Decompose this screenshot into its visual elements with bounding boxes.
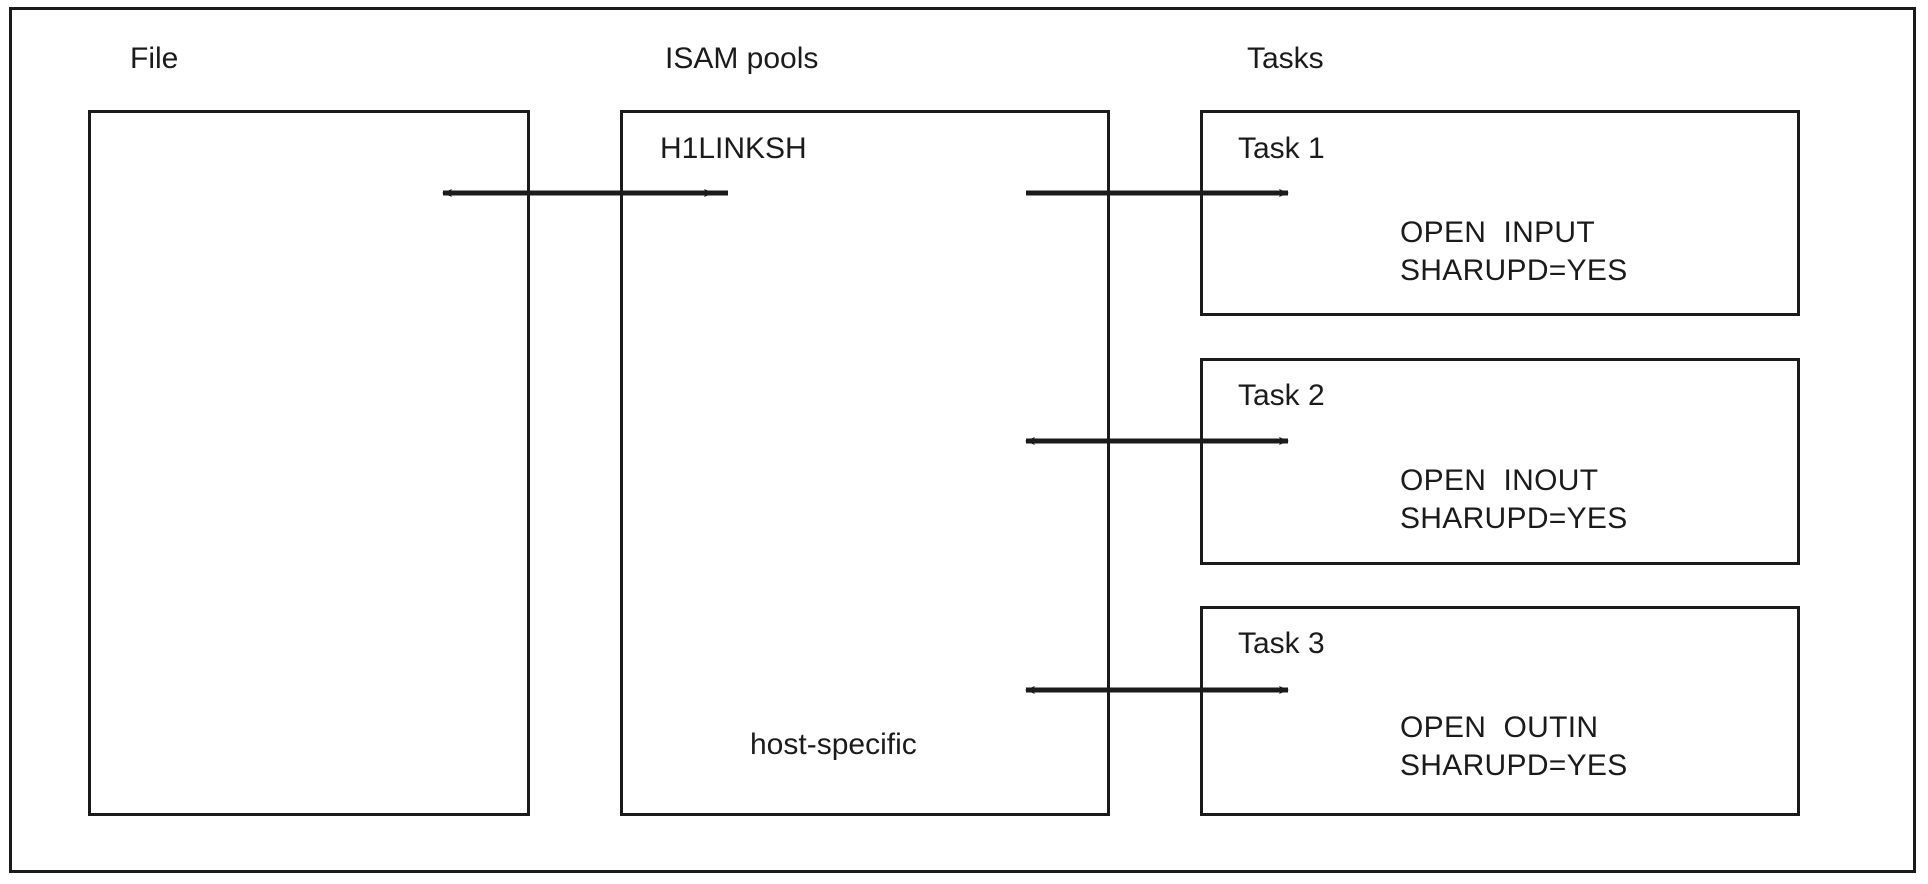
task-3-box <box>1200 606 1800 816</box>
diagram-outer-frame <box>9 7 1916 873</box>
task-1-open-mode: OPEN INPUT <box>1400 216 1595 249</box>
file-box <box>88 110 530 816</box>
column-title-isam-pools: ISAM pools <box>665 42 819 75</box>
column-title-tasks: Tasks <box>1247 42 1324 75</box>
task-1-label: Task 1 <box>1238 132 1325 165</box>
task-2-sharupd: SHARUPD=YES <box>1400 502 1628 535</box>
isam-pools-box <box>620 110 1110 816</box>
task-1-sharupd: SHARUPD=YES <box>1400 254 1628 287</box>
task-3-sharupd: SHARUPD=YES <box>1400 749 1628 782</box>
task-2-label: Task 2 <box>1238 379 1325 412</box>
column-title-file: File <box>130 42 179 75</box>
task-1-box <box>1200 110 1800 316</box>
task-3-open-mode: OPEN OUTIN <box>1400 711 1599 744</box>
task-2-open-mode: OPEN INOUT <box>1400 464 1599 497</box>
task-3-label: Task 3 <box>1238 627 1325 660</box>
pool-label-h1linksh: H1LINKSH <box>660 132 807 165</box>
task-2-box <box>1200 358 1800 565</box>
pool-label-host-specific: host-specific <box>750 728 917 761</box>
